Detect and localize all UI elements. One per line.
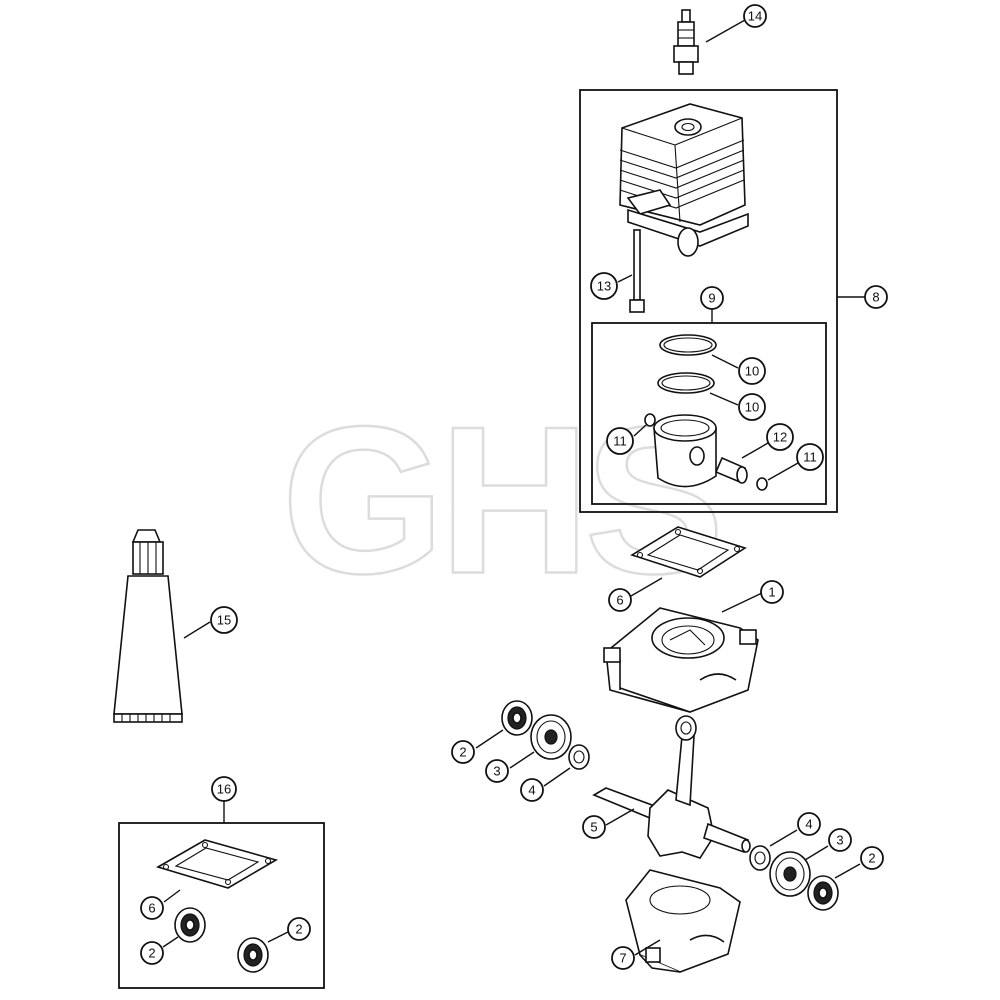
cylinder-gasket-part[interactable]: [630, 526, 747, 578]
callout-10-upper[interactable]: 10: [738, 357, 766, 385]
leader-2d: [267, 931, 289, 943]
crankcase-lower-part[interactable]: [625, 869, 741, 973]
callout-3-left[interactable]: 3: [485, 759, 509, 783]
callout-label: 11: [803, 450, 817, 465]
callout-label: 8: [872, 290, 879, 305]
callout-8[interactable]: 8: [864, 285, 888, 309]
ball-bearing-right-part[interactable]: [769, 851, 811, 897]
piston-assembly-box: [591, 322, 827, 505]
callout-7[interactable]: 7: [611, 946, 635, 970]
callout-label: 2: [148, 946, 155, 961]
leader-2a: [475, 729, 504, 749]
callout-15[interactable]: 15: [210, 606, 238, 634]
leader-14: [705, 19, 746, 43]
washer-left-part[interactable]: [568, 744, 590, 770]
ball-bearing-left-part[interactable]: [530, 714, 572, 760]
leader-2b: [834, 863, 861, 879]
callout-label: 3: [836, 833, 843, 848]
piston-ring-upper-part[interactable]: [659, 334, 717, 356]
callout-label: 6: [616, 593, 623, 608]
cylinder-part[interactable]: [619, 103, 749, 257]
leader-10a: [711, 354, 739, 369]
leader-13: [617, 274, 633, 283]
leader-3b: [804, 845, 829, 861]
kit-oil-seal-left-part[interactable]: [174, 907, 206, 943]
callout-label: 14: [748, 9, 762, 24]
grease-tube-part[interactable]: [113, 529, 183, 723]
callout-label: 15: [217, 613, 231, 628]
piston-pin-part[interactable]: [714, 456, 748, 484]
leader-5: [605, 808, 635, 826]
leader-2c: [162, 936, 179, 948]
piston-ring-lower-part[interactable]: [657, 372, 715, 394]
callout-label: 16: [217, 782, 231, 797]
leader-4b: [769, 829, 798, 847]
callout-label: 2: [459, 745, 466, 760]
callout-label: 11: [613, 434, 627, 449]
circlip-left-part[interactable]: [644, 413, 656, 427]
crankcase-upper-part[interactable]: [603, 607, 759, 713]
cylinder-bolt-part[interactable]: [629, 229, 645, 313]
callout-label: 6: [148, 901, 155, 916]
kit-oil-seal-right-part[interactable]: [237, 937, 269, 973]
callout-label: 12: [773, 430, 787, 445]
callout-label: 2: [295, 922, 302, 937]
oil-seal-right-part[interactable]: [807, 875, 839, 911]
callout-4-left[interactable]: 4: [520, 778, 544, 802]
callout-label: 1: [768, 585, 775, 600]
leader-3a: [509, 751, 535, 769]
callout-2-left[interactable]: 2: [451, 740, 475, 764]
callout-4-right[interactable]: 4: [797, 812, 821, 836]
callout-5[interactable]: 5: [582, 815, 606, 839]
spark-plug-part[interactable]: [673, 9, 699, 75]
callout-label: 9: [708, 291, 715, 306]
callout-14[interactable]: 14: [743, 4, 767, 28]
callout-label: 7: [619, 951, 626, 966]
callout-11-right[interactable]: 11: [796, 443, 824, 471]
leader-10b: [709, 392, 739, 406]
circlip-right-part[interactable]: [756, 477, 768, 491]
callout-6-main[interactable]: 6: [608, 588, 632, 612]
callout-11-left[interactable]: 11: [606, 427, 634, 455]
leader-7: [634, 939, 661, 956]
callout-label: 4: [528, 783, 535, 798]
callout-10-lower[interactable]: 10: [738, 393, 766, 421]
oil-seal-left-part[interactable]: [501, 700, 533, 736]
leader-11a: [633, 424, 647, 437]
leader-15: [183, 621, 211, 639]
callout-6-kit[interactable]: 6: [140, 896, 164, 920]
cylinder-assembly-box: [579, 89, 838, 513]
callout-2-kit-left[interactable]: 2: [140, 941, 164, 965]
callout-label: 5: [590, 820, 597, 835]
gasket-set-box: [118, 822, 325, 989]
callout-label: 3: [493, 764, 500, 779]
crankshaft-part[interactable]: [592, 715, 751, 859]
piston-part[interactable]: [653, 414, 717, 488]
callout-1[interactable]: 1: [760, 580, 784, 604]
leader-4a: [543, 767, 571, 787]
callout-12[interactable]: 12: [766, 423, 794, 451]
leader-12: [741, 442, 769, 459]
washer-right-part[interactable]: [749, 845, 771, 871]
leader-6b: [163, 889, 181, 903]
callout-label: 10: [745, 364, 759, 379]
callout-2-right[interactable]: 2: [860, 846, 884, 870]
leader-1: [721, 592, 763, 613]
callout-16[interactable]: 16: [211, 776, 237, 802]
callout-label: 4: [805, 817, 812, 832]
leader-6a: [630, 577, 663, 597]
kit-gasket-part[interactable]: [155, 839, 279, 889]
leader-11b: [767, 462, 799, 481]
callout-9[interactable]: 9: [700, 286, 724, 310]
callout-label: 13: [597, 279, 611, 294]
callout-3-right[interactable]: 3: [828, 828, 852, 852]
callout-label: 2: [868, 851, 875, 866]
callout-13[interactable]: 13: [590, 272, 618, 300]
callout-label: 10: [745, 400, 759, 415]
callout-2-kit-right[interactable]: 2: [287, 917, 311, 941]
